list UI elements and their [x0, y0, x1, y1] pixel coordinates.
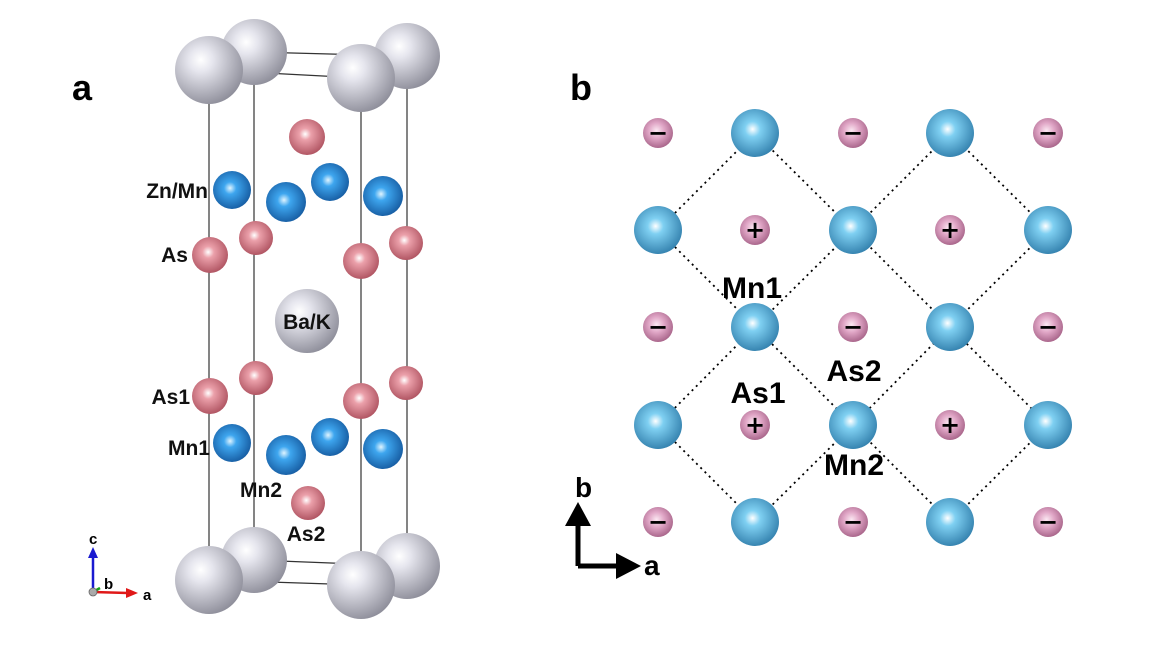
as-atom	[289, 119, 325, 155]
as-atom	[389, 226, 423, 260]
minus-sign: −	[843, 313, 863, 341]
plus-sign: +	[745, 216, 765, 244]
axis-b-label-b: b	[575, 472, 592, 503]
panel-a-label: a	[72, 67, 93, 108]
as2-atom	[291, 486, 325, 520]
minus-sign: −	[1038, 313, 1058, 341]
minus-sign: −	[648, 119, 668, 147]
minus-sign: −	[648, 313, 668, 341]
as-atom-b	[643, 118, 673, 148]
zn-mn-atom	[363, 429, 403, 469]
as1-label-b: As1	[730, 377, 785, 410]
ba-atom	[175, 36, 243, 104]
mn-atom-b	[926, 109, 974, 157]
as-atom	[343, 383, 379, 419]
mn-atom-b	[731, 303, 779, 351]
as-atom	[239, 221, 273, 255]
as-label: As	[161, 244, 188, 267]
zn-mn-atom	[266, 182, 306, 222]
as-atom-b	[643, 312, 673, 342]
as-atom	[343, 243, 379, 279]
as2-label: As2	[287, 523, 326, 546]
panel-a: a Ba/K	[72, 19, 440, 619]
axis-c-label: c	[89, 531, 97, 548]
as-atom-b	[935, 410, 965, 440]
as1-label: As1	[151, 386, 190, 409]
mn1-label: Mn1	[168, 437, 210, 460]
plus-sign: +	[940, 411, 960, 439]
ba-atom	[327, 551, 395, 619]
as-atom	[239, 361, 273, 395]
mn-atom-b	[634, 401, 682, 449]
as-atom-b	[1033, 312, 1063, 342]
as-atom-b	[740, 410, 770, 440]
as-atom-b	[740, 215, 770, 245]
as2-label-b: As2	[826, 355, 881, 388]
zn-mn-atom	[311, 163, 349, 201]
axis-a-label: a	[143, 587, 152, 604]
mn1-atom	[213, 424, 251, 462]
zn-mn-atom	[311, 418, 349, 456]
as-atom-b	[838, 312, 868, 342]
minus-sign: −	[1038, 119, 1058, 147]
mn-atom-b	[1024, 206, 1072, 254]
plus-sign: +	[745, 411, 765, 439]
mn-atom-b	[829, 206, 877, 254]
mn2-label: Mn2	[240, 479, 282, 502]
zn-mn-label: Zn/Mn	[146, 180, 208, 203]
mn-atom-b	[926, 303, 974, 351]
ba-k-atom	[275, 289, 339, 353]
panel-b-label: b	[570, 67, 592, 108]
as-atom-b	[643, 507, 673, 537]
minus-sign: −	[1038, 508, 1058, 536]
mn-atom-b	[634, 206, 682, 254]
zn-mn-atom	[363, 176, 403, 216]
axis-b-label: b	[104, 576, 113, 593]
as1-atom	[192, 378, 228, 414]
mn-atom-b	[731, 498, 779, 546]
axis-indicator-a: c b a	[88, 531, 152, 604]
as-atom	[389, 366, 423, 400]
zn-mn-atom	[213, 171, 251, 209]
axis-a-label-b: a	[644, 550, 660, 581]
as-atom-b	[1033, 507, 1063, 537]
as-atom-b	[838, 507, 868, 537]
panel-b: b − − − + + − − − + + − − − Mn1 As2 As1 Mn2 b a	[565, 67, 1072, 581]
ba-k-label: Ba/K	[283, 311, 331, 334]
plus-sign: +	[940, 216, 960, 244]
mn2-label-b: Mn2	[824, 449, 884, 482]
as-atom-b	[935, 215, 965, 245]
mn-atom-b	[829, 401, 877, 449]
mn-atom-b	[926, 498, 974, 546]
ba-atom	[327, 44, 395, 112]
panel-b-atoms: − − − + + − − − + + − − −	[634, 109, 1072, 546]
minus-sign: −	[843, 119, 863, 147]
mn2-atom	[266, 435, 306, 475]
ba-atom	[175, 546, 243, 614]
axis-indicator-b: b a	[565, 472, 660, 581]
as-atom	[192, 237, 228, 273]
mn-atom-b	[731, 109, 779, 157]
as-atom-b	[838, 118, 868, 148]
mn1-label-b: Mn1	[722, 272, 782, 305]
minus-sign: −	[648, 508, 668, 536]
mn-atom-b	[1024, 401, 1072, 449]
minus-sign: −	[843, 508, 863, 536]
as-atom-b	[1033, 118, 1063, 148]
